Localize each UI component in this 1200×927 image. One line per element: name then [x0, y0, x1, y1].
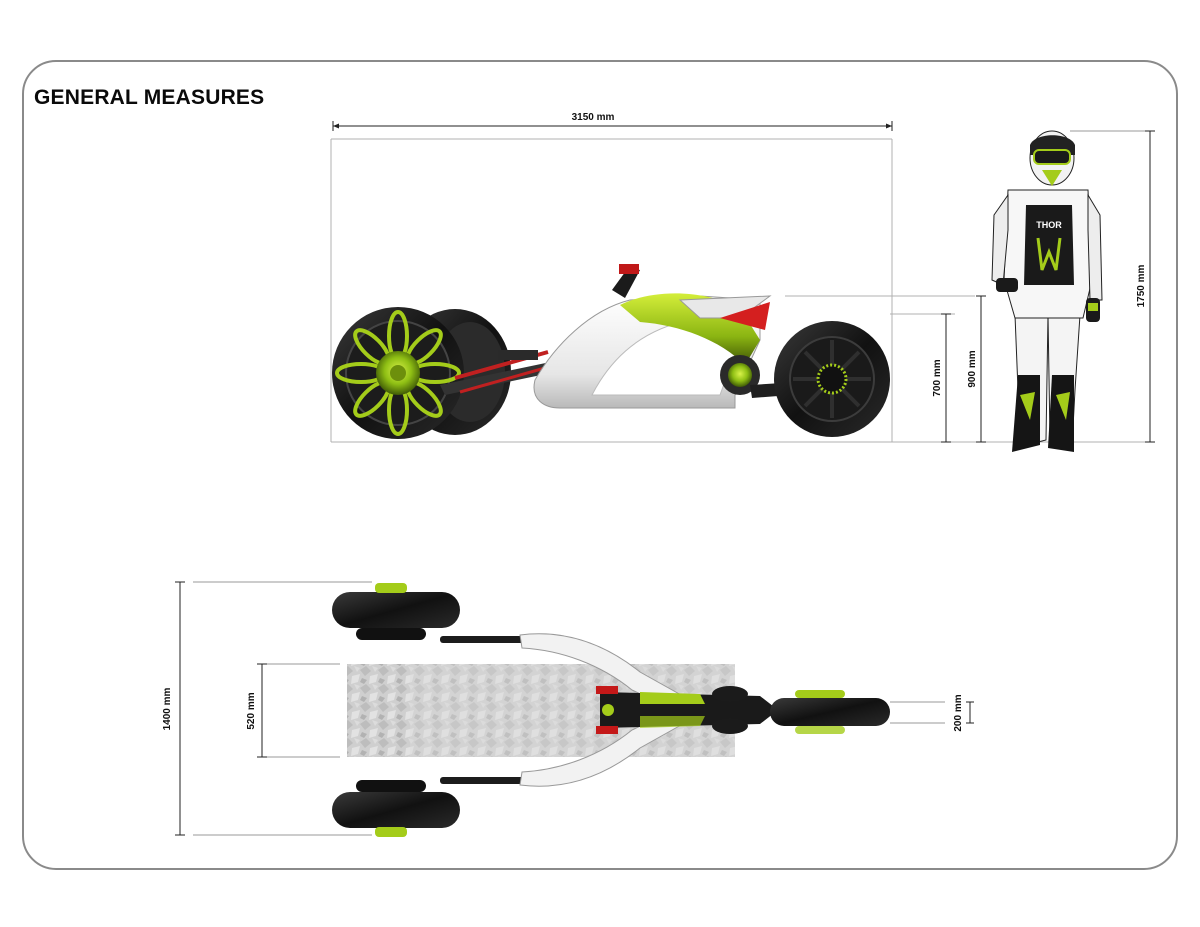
- side-view: 3150 mm: [330, 112, 1155, 443]
- rear-width-label: 200 mm: [953, 694, 964, 731]
- motorcycle-body: [533, 264, 830, 409]
- rider-figure: THOR: [991, 130, 1103, 452]
- front-wheel: [774, 321, 890, 437]
- seat-base-dimension: [941, 313, 951, 443]
- platform-dimension: [257, 663, 267, 758]
- top-view: 1400 mm 520 mm 200 mm: [162, 581, 974, 837]
- jersey-brand: THOR: [1036, 220, 1062, 230]
- top-wheel-rear: [712, 686, 890, 734]
- rider-height-label: 1750 mm: [1136, 264, 1147, 307]
- length-label: 3150 mm: [572, 112, 615, 123]
- seat-height-dimension: [976, 295, 986, 443]
- rear-struts: [440, 350, 565, 395]
- width-label: 1400 mm: [162, 687, 173, 730]
- sheet-border: [22, 60, 1178, 870]
- top-wheel-lower: [332, 780, 460, 837]
- page-title: GENERAL MEASURES: [34, 86, 265, 109]
- top-wheel-upper: [332, 583, 460, 640]
- seat-height-label: 900 mm: [967, 350, 978, 387]
- platform-label: 520 mm: [246, 692, 257, 729]
- length-dimension: [332, 121, 893, 131]
- rider-height-dimension: [1070, 130, 1155, 443]
- width-dimension: [175, 581, 185, 836]
- rear-wheel-near: [332, 307, 464, 439]
- seat-base-label: 700 mm: [932, 359, 943, 396]
- rear-width-dimension: [966, 701, 974, 724]
